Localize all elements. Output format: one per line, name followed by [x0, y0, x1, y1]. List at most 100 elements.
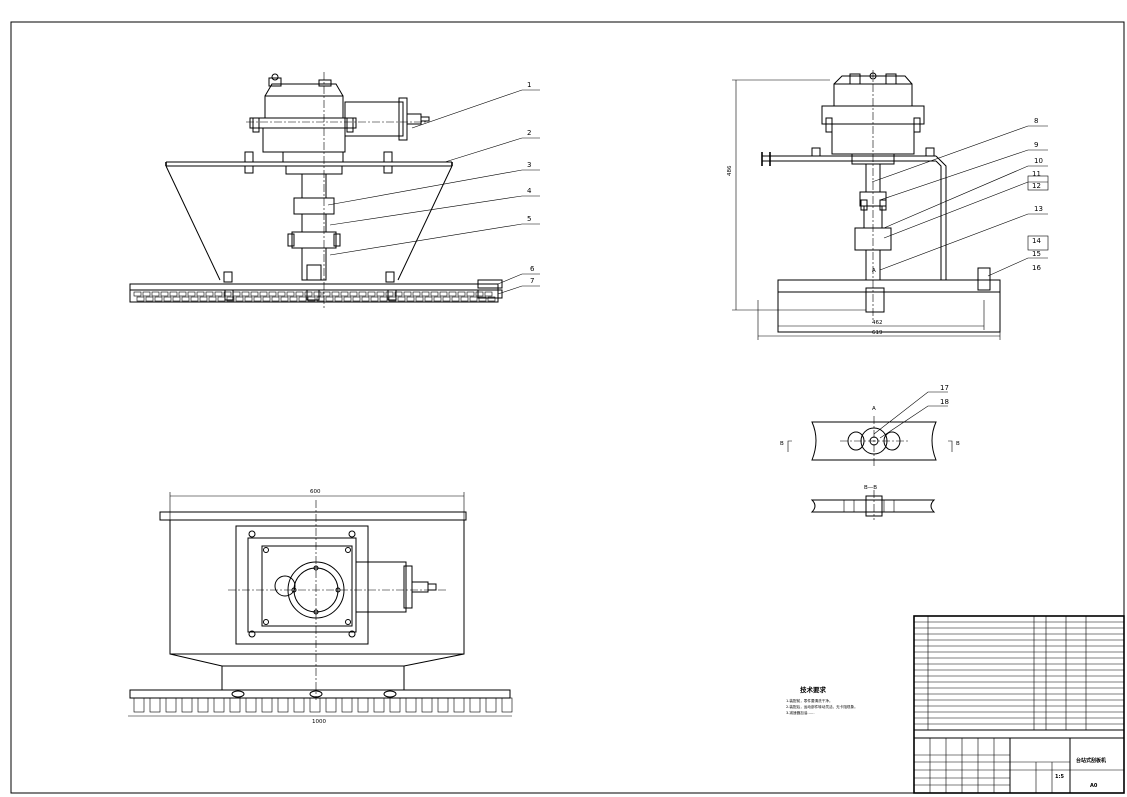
balloon-15: 15	[1032, 250, 1041, 258]
chain-link	[145, 296, 154, 302]
chain-link	[151, 291, 160, 297]
chain-link	[163, 296, 172, 302]
dim-front-inner-width: 462	[872, 320, 883, 326]
balloon-7: 7	[530, 277, 534, 285]
balloon-1: 1	[527, 81, 531, 89]
balloon-12: 12	[1032, 182, 1041, 190]
scraper-tooth	[469, 697, 481, 713]
scraper-tooth	[149, 697, 161, 713]
scraper-tooth	[165, 697, 177, 713]
scraper-tooth	[133, 697, 145, 713]
scraper-tooth	[325, 697, 337, 713]
dim-front-height: 486	[727, 165, 733, 176]
front-view	[129, 72, 503, 310]
scraper-tooth	[181, 697, 193, 713]
chain-link	[142, 291, 151, 297]
scraper-tooth	[501, 697, 513, 713]
plan-view	[128, 492, 513, 717]
scraper-tooth	[261, 697, 273, 713]
chain-link	[208, 296, 217, 302]
section-b-right: B	[956, 441, 960, 447]
detail-a-mark: A	[872, 406, 876, 412]
chain-link	[433, 296, 442, 302]
chain-link	[466, 291, 475, 297]
balloon-labels: 1 2 3 4 5 6 7 8 9 10 11 12 13 14 15 16 1…	[527, 81, 1043, 406]
chain-link	[253, 296, 262, 302]
chain-link	[313, 291, 322, 297]
scraper-tooth	[277, 697, 289, 713]
chain-link	[331, 291, 340, 297]
chain-link	[424, 296, 433, 302]
balloon-13: 13	[1034, 205, 1043, 213]
title-block-scale: 1:5	[1055, 774, 1064, 780]
chain-link	[181, 296, 190, 302]
sheet-border	[10, 21, 1125, 794]
scraper-tooth	[373, 697, 385, 713]
balloon-2: 2	[527, 129, 531, 137]
chain-link	[451, 296, 460, 302]
dim-top-width: 600	[310, 489, 321, 495]
chain-link	[469, 296, 478, 302]
chain-link	[160, 291, 169, 297]
scraper-teeth	[133, 697, 513, 713]
chain-link	[361, 296, 370, 302]
scraper-tooth	[437, 697, 449, 713]
balloon-17: 17	[940, 384, 949, 392]
scraper-tooth	[213, 697, 225, 713]
notes-title: 技术要求	[800, 685, 827, 694]
chain-link	[250, 291, 259, 297]
chain-link	[133, 291, 142, 297]
bom-rows	[914, 621, 1124, 725]
side-view-leaders	[871, 125, 1049, 277]
chain-link	[187, 291, 196, 297]
chain-link	[367, 291, 376, 297]
chain-link	[376, 291, 385, 297]
chain-link	[439, 291, 448, 297]
chain-link	[403, 291, 412, 297]
chain-link	[475, 291, 484, 297]
chain-link	[280, 296, 289, 302]
chain-link	[478, 296, 487, 302]
scraper-tooth	[197, 697, 209, 713]
chain-link	[172, 296, 181, 302]
notes-line-2: 2.装配后，运动部件转动灵活，无卡阻现象。	[786, 704, 858, 709]
scraper-tooth	[485, 697, 497, 713]
chain-link	[223, 291, 232, 297]
scraper-tooth	[293, 697, 305, 713]
chain-link	[412, 291, 421, 297]
chain-link	[214, 291, 223, 297]
balloon-6: 6	[530, 265, 535, 273]
balloon-14: 14	[1032, 237, 1041, 245]
chain-link	[205, 291, 214, 297]
section-mark-a: A	[872, 268, 876, 274]
chain-link	[298, 296, 307, 302]
scraper-tooth	[341, 697, 353, 713]
chain-link	[394, 291, 403, 297]
balloon-5: 5	[527, 215, 531, 223]
section-b-left: B	[780, 441, 784, 447]
chain-link	[277, 291, 286, 297]
dim-bottom-width: 1000	[312, 719, 326, 725]
chain-link	[190, 296, 199, 302]
title-block-drawing-title: 台站式刮板机	[1076, 757, 1106, 764]
chain-link	[349, 291, 358, 297]
chain-link	[430, 291, 439, 297]
balloon-3: 3	[527, 161, 531, 169]
balloon-9: 9	[1034, 141, 1038, 149]
section-bb	[810, 490, 936, 520]
chain-link	[325, 296, 334, 302]
chain-link	[448, 291, 457, 297]
chain-link	[232, 291, 241, 297]
chain-link	[304, 291, 313, 297]
chain-link	[154, 296, 163, 302]
dim-front-outer-width: 619	[872, 330, 883, 336]
chain-link	[295, 291, 304, 297]
chain-link	[442, 296, 451, 302]
chain-link	[271, 296, 280, 302]
chain-link	[415, 296, 424, 302]
chain-link	[178, 291, 187, 297]
chain-link	[199, 296, 208, 302]
chain-link	[226, 296, 235, 302]
chain-link	[370, 296, 379, 302]
chain-link	[334, 296, 343, 302]
